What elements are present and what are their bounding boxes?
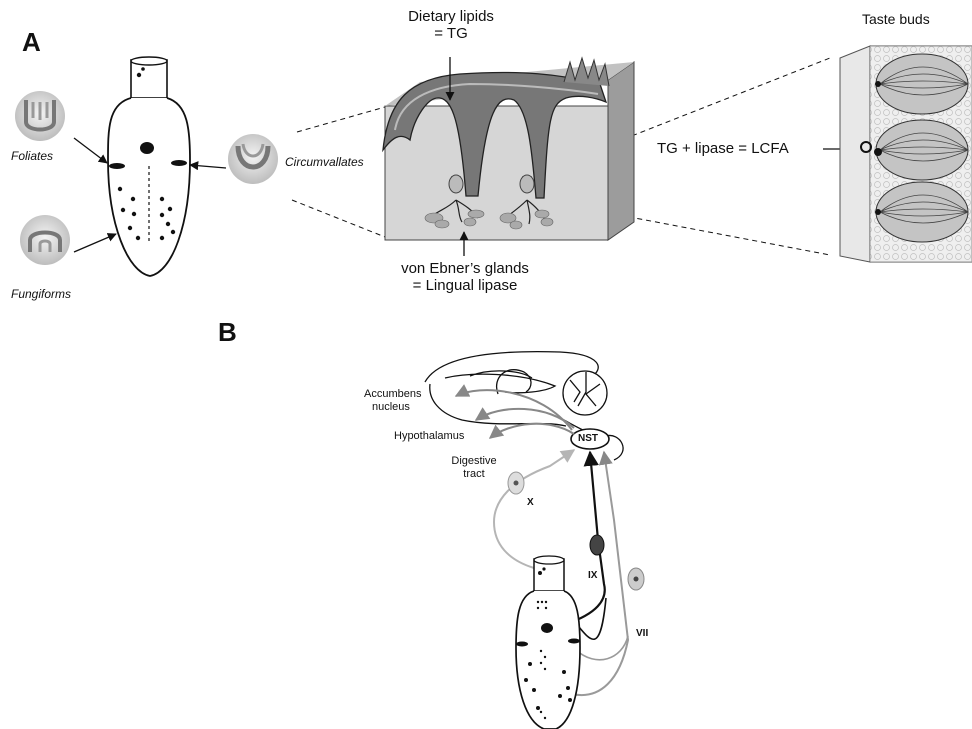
- ebner-line-2: = Lingual lipase: [380, 277, 550, 294]
- nerve-ix-label: IX: [588, 570, 597, 582]
- hypothalamus-label: Hypothalamus: [394, 430, 464, 443]
- accumbens-line-2: nucleus: [364, 401, 421, 414]
- panel-a-letter: A: [22, 28, 41, 58]
- digestive-line-2: tract: [446, 468, 502, 481]
- taste-buds-label: Taste buds: [862, 11, 930, 27]
- foliates-label: Foliates: [11, 150, 53, 164]
- reaction-label: TG + lipase = LCFA: [657, 140, 789, 157]
- papilla-tissue-block: [383, 58, 634, 240]
- nerve-x-label: X: [527, 497, 534, 509]
- fungiforms-label: Fungiforms: [11, 288, 71, 302]
- fungiform-papilla-icon: [20, 215, 70, 265]
- circumvallates-label: Circumvallates: [285, 156, 364, 170]
- nerve-vii-label: VII: [636, 628, 648, 640]
- ebner-glands-label: von Ebner’s glands = Lingual lipase: [380, 260, 550, 295]
- tongue-b: [516, 556, 580, 729]
- dietary-line-1: Dietary lipids: [396, 8, 506, 25]
- digestive-tract-label: Digestive tract: [446, 455, 502, 480]
- panel-b-letter: B: [218, 318, 237, 348]
- accumbens-label: Accumbens nucleus: [364, 388, 421, 413]
- nst-label: NST: [578, 433, 598, 445]
- taste-buds-block: [840, 46, 972, 262]
- digestive-line-1: Digestive: [446, 455, 502, 468]
- circumvallate-papilla-icon: [228, 134, 278, 184]
- dietary-lipids-label: Dietary lipids = TG: [396, 8, 506, 43]
- accumbens-line-1: Accumbens: [364, 388, 421, 401]
- foliate-papilla-icon: [15, 91, 65, 141]
- ebner-line-1: von Ebner’s glands: [380, 260, 550, 277]
- tongue-a: [108, 57, 190, 276]
- nst-projections: [456, 390, 574, 438]
- nerve-x-path: [494, 450, 574, 568]
- dietary-line-2: = TG: [396, 25, 506, 42]
